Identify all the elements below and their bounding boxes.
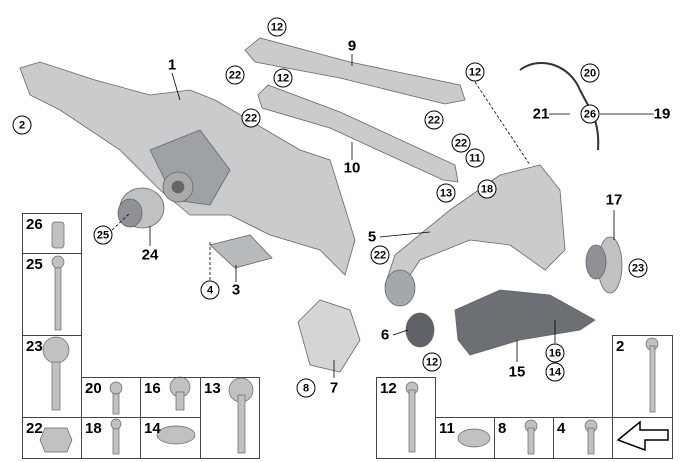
hardware-box-8: 8 xyxy=(494,417,554,459)
circled-callout: 26 xyxy=(580,104,600,124)
circled-callout: 22 xyxy=(370,245,390,265)
circled-callout: 22 xyxy=(225,65,245,85)
hardware-box-20: 20 xyxy=(81,377,141,418)
hardware-box-14: 14 xyxy=(140,417,201,459)
callout-label: 10 xyxy=(343,159,361,177)
hardware-box-23: 23 xyxy=(22,335,82,418)
circled-callout: 13 xyxy=(436,183,456,203)
control-arm-9 xyxy=(244,37,466,105)
callout-label: 15 xyxy=(508,363,526,381)
wheel-carrier xyxy=(384,164,566,291)
hardware-box-26: 26 xyxy=(22,213,82,254)
hardware-box-12: 12 xyxy=(376,377,436,459)
bushing-6 xyxy=(405,312,435,348)
bracket-7 xyxy=(297,299,361,373)
hardware-box-25: 25 xyxy=(22,253,82,336)
circled-callout: 8 xyxy=(296,378,316,398)
circled-callout: 16 xyxy=(545,343,565,363)
circled-callout: 12 xyxy=(422,352,442,372)
circled-callout: 25 xyxy=(93,225,113,245)
callout-label: 24 xyxy=(141,246,159,264)
circled-callout: 12 xyxy=(267,17,287,37)
hardware-box-16: 16 xyxy=(140,377,201,418)
direction-arrow-box xyxy=(612,417,673,459)
control-arm-10 xyxy=(257,84,459,183)
callout-label: 9 xyxy=(347,37,357,55)
circled-callout: 22 xyxy=(451,133,471,153)
callout-label: 19 xyxy=(653,105,671,123)
underbody-shield-15 xyxy=(454,289,596,356)
circled-callout: 14 xyxy=(545,362,565,382)
hardware-box-4: 4 xyxy=(553,417,613,459)
callout-label: 17 xyxy=(605,191,623,209)
abs-sensor-19 xyxy=(519,61,600,151)
callout-label: 6 xyxy=(380,326,390,344)
circled-callout: 18 xyxy=(477,179,497,199)
circled-callout: 23 xyxy=(628,258,648,278)
callout-label: 1 xyxy=(167,56,177,74)
circled-callout: 22 xyxy=(424,110,444,130)
hardware-box-13: 13 xyxy=(200,377,260,459)
circled-callout: 11 xyxy=(465,148,485,168)
callout-label: 7 xyxy=(329,379,339,397)
bracket-3 xyxy=(209,234,273,269)
circled-callout: 20 xyxy=(580,63,600,83)
circled-callout: 12 xyxy=(465,62,485,82)
hardware-box-22: 22 xyxy=(22,417,82,459)
direction-arrow-icon xyxy=(616,420,669,452)
callout-label: 5 xyxy=(367,228,377,246)
circled-callout: 2 xyxy=(12,115,32,135)
hardware-box-2: 2 xyxy=(612,335,673,418)
callout-label: 21 xyxy=(532,105,550,123)
hardware-box-11: 11 xyxy=(435,417,495,459)
circled-callout: 4 xyxy=(200,280,220,300)
circled-callout: 22 xyxy=(241,108,261,128)
callout-label: 3 xyxy=(231,281,241,299)
circled-callout: 12 xyxy=(273,68,293,88)
hardware-box-18: 18 xyxy=(81,417,141,459)
